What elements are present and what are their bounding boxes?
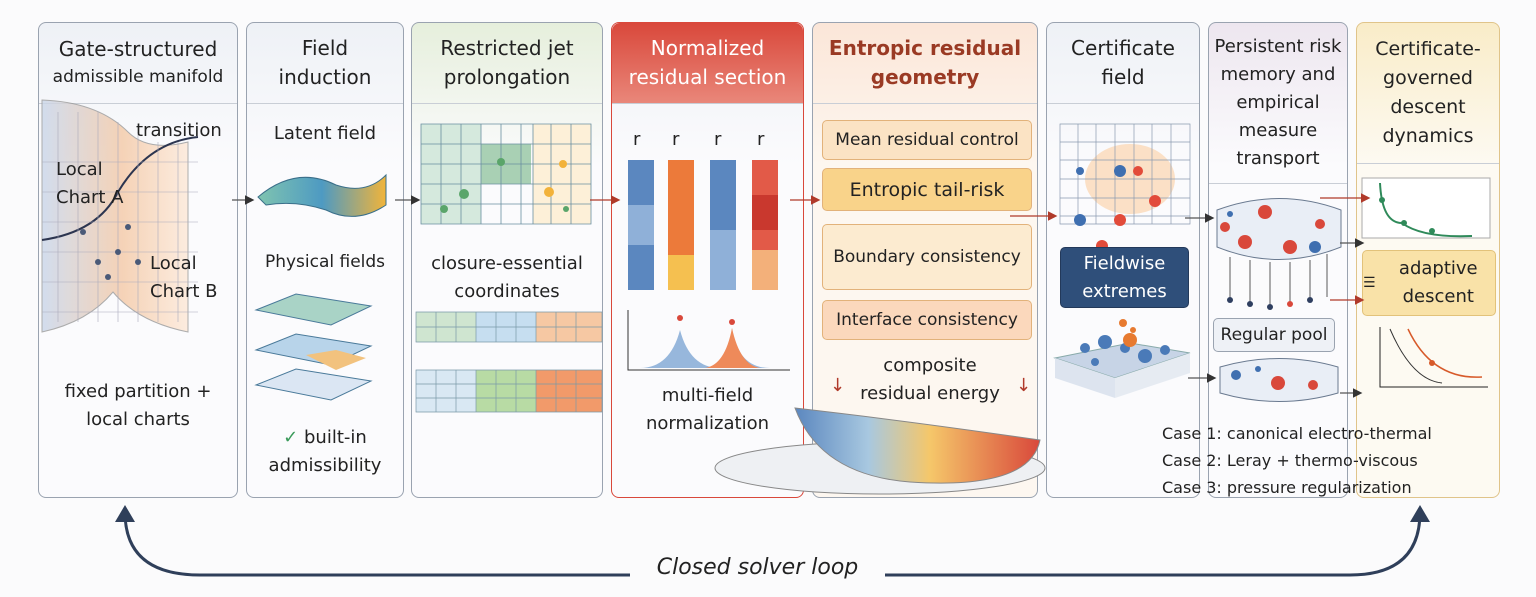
extremes-particles [1053,319,1191,398]
panel-title: Persistent risk memory and empirical mea… [1214,36,1342,169]
jet-grid [420,123,592,225]
latent-field-surface [257,173,387,217]
label-chart-b: Local Chart B [150,253,218,302]
residual-bars [627,160,790,371]
r-label: r [672,129,680,150]
physical-fields-layers [254,293,373,401]
panel-footer: built-in admissibility [268,427,382,476]
check-icon: ✓ [283,427,299,448]
case-item: Case 1: canonical electro-thermal [1162,424,1432,443]
r-label: r [714,129,722,150]
panel-jet-prolongation: Restricted jet prolongation [411,22,603,498]
panel-footer: multi-field normalization [645,385,770,434]
closed-loop-arrow [123,511,1422,577]
r-label: r [633,129,641,150]
risk-memory-pool [1216,198,1342,310]
panel-title: Gate-structured [58,37,218,61]
box-interface: Interface consistency [822,300,1032,340]
case-item: Case 2: Leray + thermo-viscous [1162,451,1418,470]
down-arrow-icon: ↓ [830,375,846,396]
manifold-illustration [41,99,199,333]
case-item: Case 3: pressure regularization [1162,478,1412,497]
label-latent-field: Latent field [273,123,377,144]
descent-chart [1361,177,1491,239]
panel-title: Normalized residual section [628,36,787,89]
loop-label: Closed solver loop [656,555,859,580]
fieldwise-extremes-badge: Fieldwise extremes [1060,247,1189,308]
panel-title: Restricted jet prolongation [440,36,574,89]
case-list: Case 1: canonical electro-thermal Case 2… [1162,420,1432,501]
down-arrow-icon: ↓ [1016,375,1032,396]
panel-footer: fixed partition + local charts [64,381,212,430]
panel-subtitle: admissible manifold [52,67,224,87]
menu-list-icon: ☰ [1363,275,1376,291]
coordinate-strips [415,311,603,413]
panel-footer: composite residual energy [860,355,1000,404]
box-boundary: Boundary consistency [822,224,1032,290]
adaptive-descent-label: adaptive descent [1398,258,1478,307]
energy-bowl [714,407,1046,495]
panel-risk-memory: Persistent risk memory and empirical mea… [1208,22,1348,498]
r-label: r [757,129,765,150]
regular-pool-label: Regular pool [1213,318,1335,352]
panel-title: Certificate field [1071,36,1175,89]
panel-field-induction: Field induction [246,22,404,498]
label-physical-fields: Physical fields [264,252,386,272]
panel-title: Field induction [278,36,372,89]
panel-title: Certificate-governed descent dynamics [1375,38,1481,147]
box-mean-residual: Mean residual control [822,120,1032,160]
label-coordinates: closure-essential coordinates [431,253,583,302]
box-tail-risk: Entropic tail-risk [822,168,1032,211]
label-transition: transition [136,120,222,141]
adaptive-descent-chart [1379,327,1488,388]
regular-pool [1219,358,1339,402]
panel-title: Entropic residual geometry [828,36,1022,89]
label-chart-a: Local Chart A [56,159,124,208]
